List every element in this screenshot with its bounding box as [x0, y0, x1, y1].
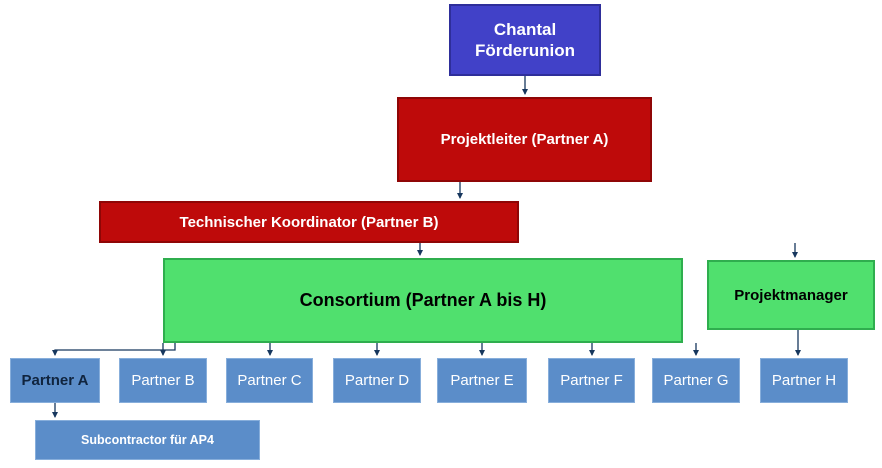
- node-partner-e: Partner E: [437, 358, 527, 403]
- node-partner-a: Partner A: [10, 358, 100, 403]
- node-projektleiter: Projektleiter (Partner A): [397, 97, 652, 182]
- node-technischer-koordinator: Technischer Koordinator (Partner B): [99, 201, 519, 243]
- node-partner-b: Partner B: [119, 358, 207, 403]
- node-partner-g: Partner G: [652, 358, 740, 403]
- node-consortium: Consortium (Partner A bis H): [163, 258, 683, 343]
- connector-consortium-partner-a: [52, 343, 176, 356]
- node-subcontractor: Subcontractor für AP4: [35, 420, 260, 460]
- node-partner-d: Partner D: [333, 358, 421, 403]
- node-funder: Chantal Förderunion: [449, 4, 601, 76]
- node-partner-h: Partner H: [760, 358, 848, 403]
- node-projektmanager: Projektmanager: [707, 260, 875, 330]
- node-partner-f: Partner F: [548, 358, 635, 403]
- node-partner-c: Partner C: [226, 358, 313, 403]
